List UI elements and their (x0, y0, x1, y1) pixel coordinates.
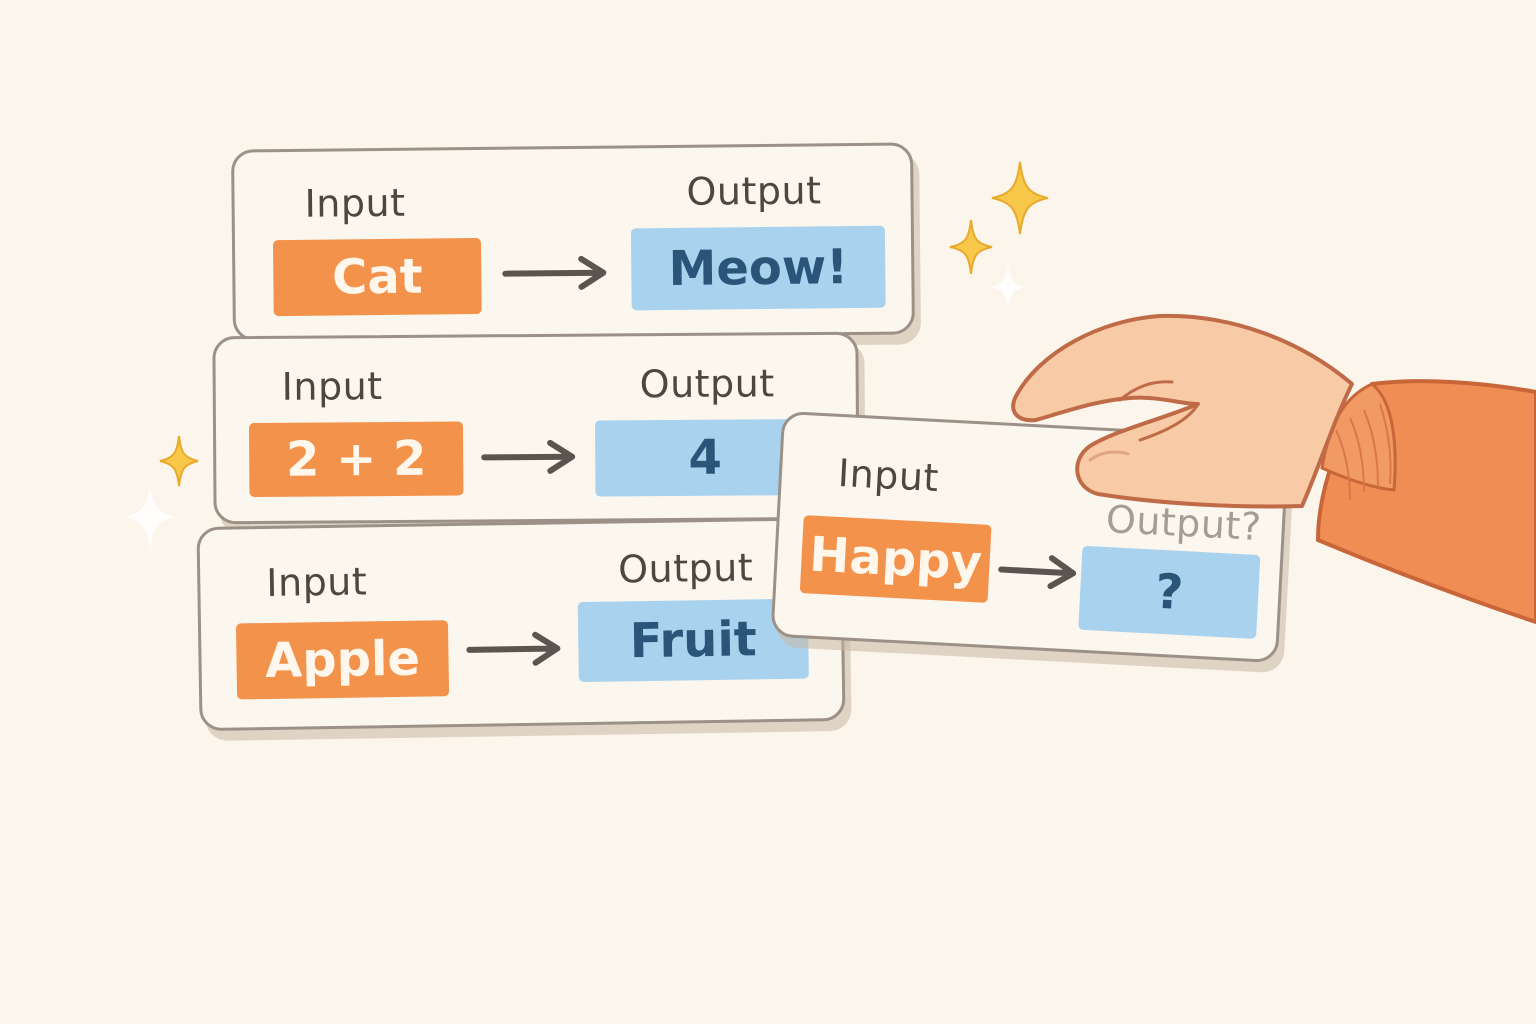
query-card: Input Output? Happy ? (770, 410, 1290, 664)
sparkle-icon (990, 264, 1026, 310)
arrow-right-icon (502, 255, 607, 290)
arrow-right-icon (466, 631, 561, 666)
example-card-1: Input Output Cat Meow! (231, 142, 915, 342)
sparkle-icon (159, 435, 199, 487)
sparkle-icon (949, 219, 993, 275)
example-card-3: Input Output Apple Fruit (196, 516, 846, 732)
sparkle-icon (124, 484, 176, 550)
sparkle-icon (991, 161, 1049, 235)
arrow-right-icon (481, 439, 576, 474)
arrow-right-icon (998, 555, 1077, 590)
sleeve (1315, 379, 1536, 625)
example-card-2: Input Output 2 + 2 4 (212, 331, 860, 525)
hand (1011, 313, 1354, 509)
